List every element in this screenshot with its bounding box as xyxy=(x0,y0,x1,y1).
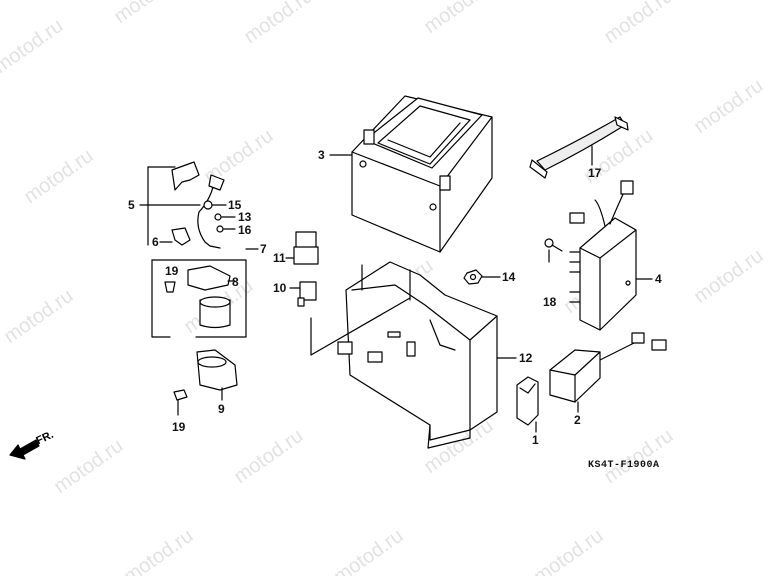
fuse-cover-part xyxy=(516,376,539,433)
callout-1: 1 xyxy=(532,433,539,447)
relay-10-part xyxy=(289,281,317,307)
relay-11-part xyxy=(285,231,319,265)
front-arrow-icon xyxy=(9,439,40,460)
callout-7: 7 xyxy=(260,242,267,256)
callout-15: 15 xyxy=(228,198,242,212)
control-module-part xyxy=(549,332,667,413)
callout-19-top: 19 xyxy=(165,264,179,278)
callout-14: 14 xyxy=(502,270,516,284)
diagram-code: KS4T-F1900A xyxy=(588,460,660,471)
callout-18: 18 xyxy=(543,295,557,309)
callout-5: 5 xyxy=(128,198,135,212)
callout-9: 9 xyxy=(218,402,225,416)
callout-11: 11 xyxy=(273,251,286,265)
callout-6: 6 xyxy=(152,235,159,249)
battery-cable-part xyxy=(139,161,236,249)
callout-13: 13 xyxy=(238,210,252,224)
flange-nut-part xyxy=(463,269,501,285)
callout-8: 8 xyxy=(232,275,239,289)
relay-cover-part xyxy=(196,349,238,401)
starter-relay-set-part xyxy=(151,248,259,338)
callout-12: 12 xyxy=(519,351,533,365)
battery-part xyxy=(329,95,493,253)
callout-17: 17 xyxy=(588,166,602,180)
battery-band-part xyxy=(529,116,629,179)
callout-4: 4 xyxy=(655,272,662,286)
bolt-part xyxy=(544,238,563,263)
regulator-rectifier-part xyxy=(569,180,653,331)
callout-10: 10 xyxy=(273,281,287,295)
callout-19-bottom: 19 xyxy=(172,420,186,434)
callout-3: 3 xyxy=(318,148,325,162)
battery-box-part xyxy=(310,261,517,449)
callout-2: 2 xyxy=(574,413,581,427)
callout-16: 16 xyxy=(238,223,252,237)
clip-part xyxy=(173,389,188,416)
